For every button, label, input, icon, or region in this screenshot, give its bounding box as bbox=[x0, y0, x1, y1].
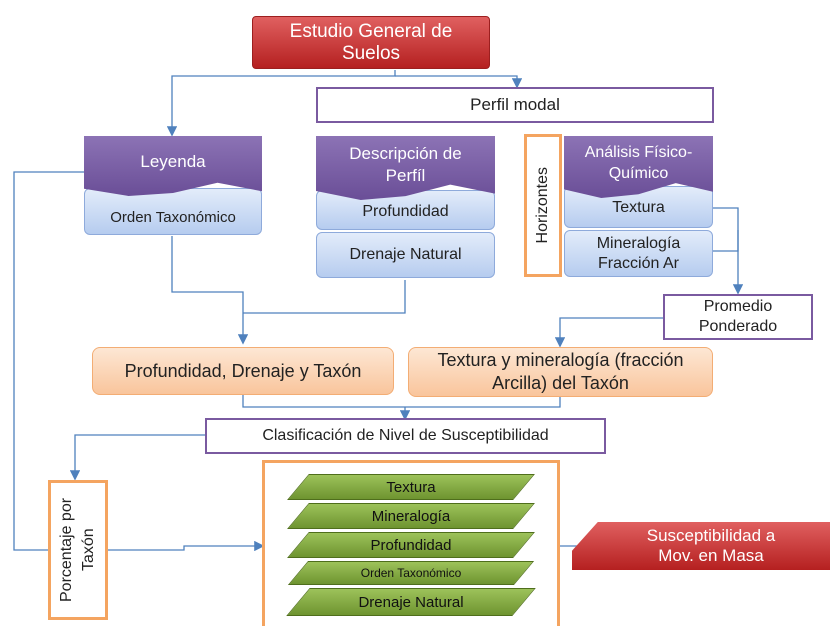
estudio-general-label: Estudio General de Suelos bbox=[289, 20, 453, 64]
descripcion-label: Descripción de Perfíl bbox=[349, 144, 462, 185]
orden-taxonomico-label: Orden Taxonómico bbox=[110, 209, 236, 226]
layer-mineralogia-label: Mineralogía bbox=[371, 507, 451, 525]
result-label: Susceptibilidad a Mov. en Masa bbox=[646, 526, 776, 565]
promedio-box: Promedio Ponderado bbox=[663, 294, 813, 340]
mid-right-box: Textura y mineralogía (fracción Arcilla)… bbox=[408, 347, 713, 397]
layers-frame bbox=[262, 460, 560, 626]
layer-drenaje: Drenaje Natural bbox=[278, 588, 544, 616]
layer-profundidad: Profundidad bbox=[278, 532, 544, 558]
profundidad-label: Profundidad bbox=[362, 203, 449, 220]
horizontes-box: Horizontes bbox=[524, 134, 562, 277]
result-box: Susceptibilidad a Mov. en Masa bbox=[572, 522, 830, 570]
layer-textura: Textura bbox=[278, 474, 544, 500]
drenaje-label: Drenaje Natural bbox=[349, 246, 462, 263]
mid-right-label: Textura y mineralogía (fracción Arcilla)… bbox=[437, 350, 684, 393]
mineralogia-item: Mineralogía Fracción Ar bbox=[564, 230, 713, 277]
clasificacion-label: Clasificación de Nivel de Susceptibilida… bbox=[262, 427, 549, 444]
clasificacion-box: Clasificación de Nivel de Susceptibilida… bbox=[205, 418, 606, 454]
profundidad-item: Profundidad bbox=[316, 190, 495, 230]
estudio-general-box: Estudio General de Suelos bbox=[252, 16, 490, 69]
porcentaje-box: Porcentaje por Taxón bbox=[48, 480, 108, 620]
drenaje-item: Drenaje Natural bbox=[316, 232, 495, 278]
mineralogia-label: Mineralogía Fracción Ar bbox=[596, 234, 681, 272]
layer-orden: Orden Taxonómico bbox=[278, 561, 544, 585]
perfil-modal-box: Perfil modal bbox=[316, 87, 714, 123]
analisis-label: Análisis Físico-Químico bbox=[584, 144, 693, 182]
leyenda-label: Leyenda bbox=[140, 152, 206, 171]
layer-profundidad-label: Profundidad bbox=[370, 536, 452, 554]
result-shape bbox=[572, 522, 830, 570]
layer-textura-label: Textura bbox=[386, 478, 436, 496]
layer-orden-label: Orden Taxonómico bbox=[360, 566, 462, 580]
mid-left-box: Profundidad, Drenaje y Taxón bbox=[92, 347, 394, 395]
layer-mineralogia: Mineralogía bbox=[278, 503, 544, 529]
textura-label: Textura bbox=[612, 199, 665, 216]
promedio-label: Promedio Ponderado bbox=[698, 298, 778, 335]
perfil-modal-label: Perfil modal bbox=[470, 95, 560, 114]
layer-drenaje-label: Drenaje Natural bbox=[358, 593, 464, 611]
porcentaje-label: Porcentaje por Taxón bbox=[58, 497, 97, 603]
horizontes-label: Horizontes bbox=[534, 167, 551, 244]
leyenda-sub-box: Orden Taxonómico bbox=[84, 188, 262, 235]
mid-left-label: Profundidad, Drenaje y Taxón bbox=[124, 360, 362, 381]
